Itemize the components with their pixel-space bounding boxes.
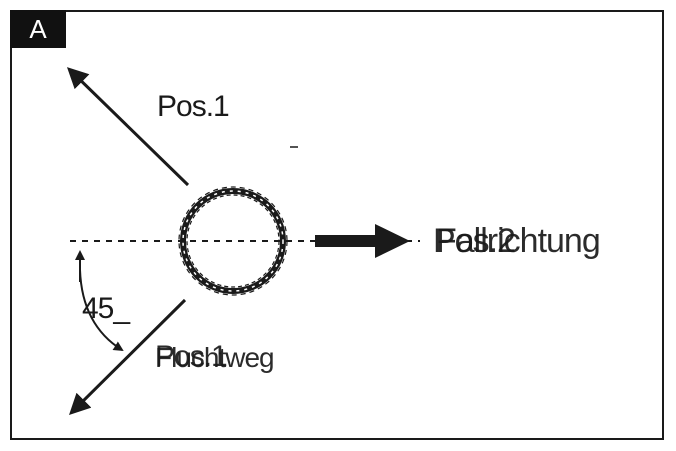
- label-pos1-top: Pos.1: [157, 90, 230, 123]
- arrow-fluchtweg: [69, 298, 187, 415]
- diagram-frame: [10, 10, 664, 440]
- tree-trunk-circle: [178, 186, 288, 296]
- label-angle: 45_: [82, 292, 130, 325]
- label-pos2: Pos.2: [433, 222, 516, 260]
- arrow-pos1-upper: [66, 67, 190, 187]
- label-fluchtweg: Fluchtweg: [155, 342, 275, 373]
- label-pos1-bottom: Pos.1: [155, 340, 228, 373]
- panel-label: A: [10, 10, 66, 48]
- arrow-fallrichtung-head: [375, 224, 410, 258]
- label-fallrichtung: Fallrichtung: [436, 222, 601, 260]
